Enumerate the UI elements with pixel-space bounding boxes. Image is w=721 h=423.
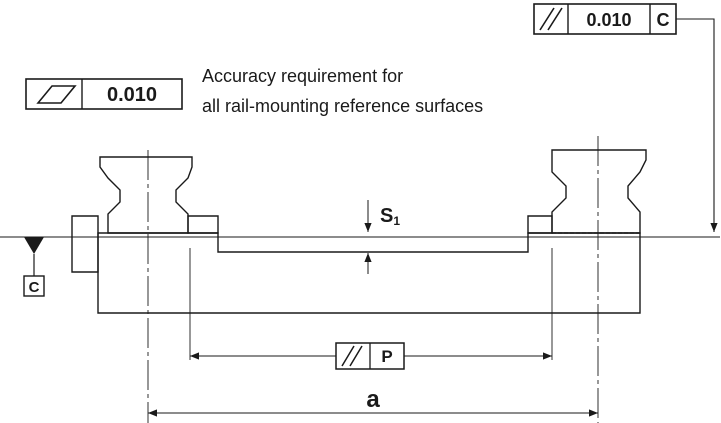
note-line-2: all rail-mounting reference surfaces [202, 96, 483, 116]
parallelism-control-frame-c: 0.010 C [533, 3, 718, 232]
rail-spacing-dimension: a [148, 386, 598, 417]
base-plate [97, 232, 641, 314]
left-rail [99, 156, 193, 234]
right-rail [551, 149, 647, 234]
center-lines [147, 136, 599, 423]
parallelism-icon [341, 345, 363, 367]
step-dimension-subscript: 1 [393, 214, 400, 228]
note-line-1: Accuracy requirement for [202, 66, 403, 86]
parallelism-dimension-p: P [190, 342, 552, 370]
parallelism-icon [539, 7, 563, 31]
parallelism-c-datum: C [657, 10, 670, 30]
flatness-control-frame: 0.010 [25, 78, 183, 110]
parallelism-c-value: 0.010 [586, 10, 631, 30]
flatness-value: 0.010 [107, 84, 157, 106]
datum-c-label: C [29, 279, 40, 296]
rail-spacing-label: a [366, 386, 380, 413]
right-shoulder [527, 215, 553, 234]
left-side-block [71, 215, 99, 273]
left-shoulder [187, 215, 219, 234]
flatness-icon [36, 85, 77, 104]
parallelism-p-label: P [381, 347, 392, 366]
datum-c-marker: C [23, 237, 45, 297]
step-dimension-label: S1 [380, 205, 400, 228]
step-dimension-s1: S1 [364, 200, 400, 274]
